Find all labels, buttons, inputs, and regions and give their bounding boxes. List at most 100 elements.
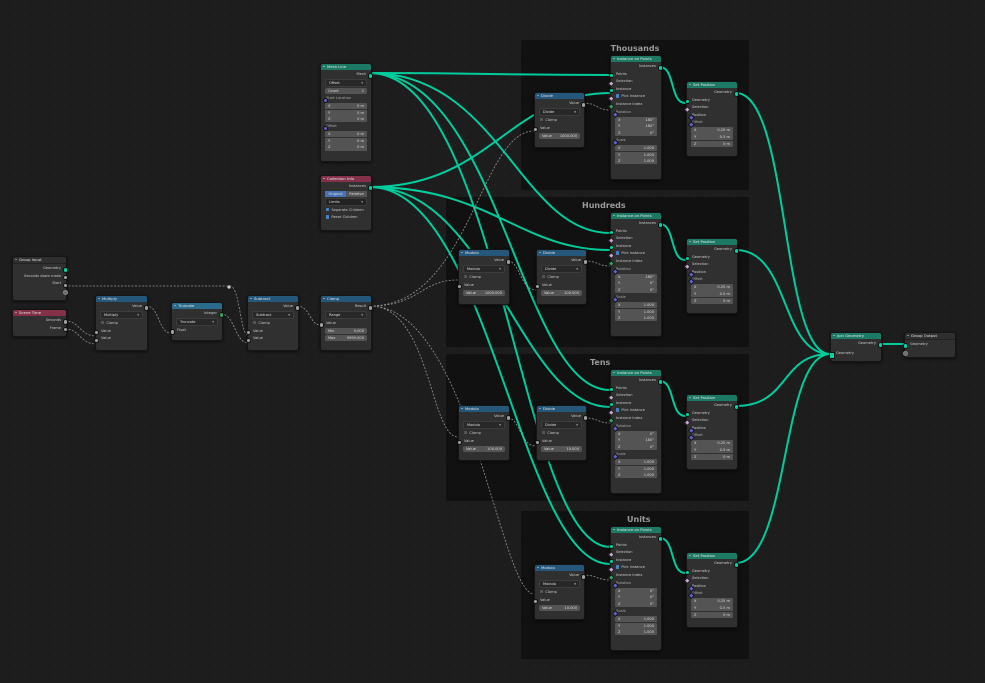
socket-points-in[interactable]: [608, 543, 614, 550]
node-header[interactable]: Modulo: [535, 565, 584, 571]
socket-geometry-in[interactable]: [684, 98, 690, 105]
socket-value-out[interactable]: [583, 259, 589, 265]
socket-points-in[interactable]: [608, 72, 614, 79]
socket-instances-out[interactable]: [658, 222, 664, 228]
join-geometry-node[interactable]: Join Geometry Geometry Geometry: [828, 332, 884, 362]
node-header[interactable]: Multiply: [96, 296, 147, 302]
node-header[interactable]: Clamp: [321, 296, 371, 302]
float-to-integer-node[interactable]: Truncate Integer Truncate Float: [169, 302, 225, 341]
group-output-node[interactable]: Group Output Geometry: [902, 332, 956, 358]
pick-instance-row[interactable]: Pick Instance: [607, 93, 661, 102]
socket-value-in[interactable]: [532, 598, 538, 605]
socket-seconds-out[interactable]: [63, 274, 69, 281]
node-header[interactable]: Instance on Points: [611, 56, 661, 62]
clamp-checkbox[interactable]: [542, 430, 546, 435]
socket-instance-in[interactable]: [608, 559, 614, 565]
socket-points-in[interactable]: [608, 386, 614, 393]
subtract-node[interactable]: Subtract Value Subtract Clamp Value Valu…: [245, 295, 301, 351]
socket-value-in[interactable]: [245, 329, 251, 336]
socket-value-in[interactable]: [93, 329, 99, 336]
modulo-node-tens[interactable]: Modulo Value Modulo Clamp Value Value100…: [456, 405, 512, 461]
pick-instance-checkbox[interactable]: [616, 94, 620, 98]
socket-value-out[interactable]: [581, 102, 587, 108]
socket-empty-out[interactable]: [63, 290, 69, 296]
reset-children-checkbox[interactable]: [326, 215, 330, 219]
divide-node-thousands[interactable]: Divide Value Divide Clamp Value Value100…: [532, 92, 587, 148]
operation-dropdown[interactable]: Divide: [539, 108, 580, 117]
socket-geometry-in[interactable]: [902, 343, 908, 349]
divide-node-tens[interactable]: Divide Value Divide Clamp Value Value10.…: [534, 405, 589, 461]
reroute-node[interactable]: [225, 283, 233, 291]
clamp-checkbox-row[interactable]: Clamp: [537, 430, 586, 438]
node-header[interactable]: Group Output: [905, 333, 955, 340]
socket-value-in[interactable]: [534, 439, 540, 446]
node-header[interactable]: Scene Time: [13, 310, 66, 316]
socket-geometry-out[interactable]: [63, 267, 69, 273]
multiply-node[interactable]: Multiply Value Multiply Clamp Value Valu…: [93, 295, 150, 351]
node-header[interactable]: Divide: [537, 406, 586, 412]
socket-geometry-out[interactable]: [734, 248, 740, 254]
relative-tab[interactable]: Relative: [346, 191, 367, 198]
node-header[interactable]: Mesh Line: [321, 64, 371, 70]
socket-instance-in[interactable]: [608, 245, 614, 251]
operation-dropdown[interactable]: Divide: [541, 421, 582, 430]
socket-geometry-out[interactable]: [734, 404, 740, 410]
instance-on-points-node-thousands[interactable]: Instance on Points Instances Points Sele…: [607, 55, 664, 180]
instance-on-points-node-hundreds[interactable]: Instance on Points Instances Points Sele…: [607, 212, 664, 337]
socket-geometry-out[interactable]: [734, 562, 740, 568]
socket-offset-in[interactable]: [322, 125, 328, 131]
socket-instances-out[interactable]: [368, 185, 374, 191]
socket-value-in[interactable]: [534, 283, 540, 290]
operation-dropdown[interactable]: Subtract: [252, 311, 294, 320]
socket-geometry-in[interactable]: [684, 411, 690, 418]
socket-float-in[interactable]: [169, 329, 175, 335]
reset-children-row[interactable]: Reset Children: [321, 214, 371, 222]
socket-result-out[interactable]: [368, 305, 374, 311]
socket-value-out[interactable]: [506, 415, 512, 421]
socket-value-out[interactable]: [144, 305, 150, 311]
node-header[interactable]: Set Position: [687, 239, 737, 245]
clamp-checkbox-row[interactable]: Clamp: [459, 274, 509, 282]
pick-instance-checkbox[interactable]: [616, 408, 620, 412]
node-header[interactable]: Join Geometry: [831, 333, 881, 339]
node-header[interactable]: Collection Info: [321, 176, 371, 182]
operation-dropdown[interactable]: Modulo: [463, 421, 505, 430]
pick-instance-row[interactable]: Pick Instance: [607, 407, 661, 416]
socket-value-out[interactable]: [583, 415, 589, 421]
clamp-checkbox-row[interactable]: Clamp: [96, 320, 147, 328]
socket-instances-out[interactable]: [658, 65, 664, 71]
socket-geometry-in[interactable]: [828, 351, 835, 359]
socket-value-out[interactable]: [506, 259, 512, 265]
socket-geometry-in[interactable]: [684, 569, 690, 576]
modulo-node-units[interactable]: Modulo Value Modulo Clamp Value Value10.…: [532, 564, 587, 620]
clamp-checkbox[interactable]: [253, 320, 257, 325]
clamp-checkbox[interactable]: [101, 320, 105, 325]
clamp-type-dropdown[interactable]: Range: [325, 311, 367, 320]
clamp-checkbox[interactable]: [464, 430, 468, 435]
